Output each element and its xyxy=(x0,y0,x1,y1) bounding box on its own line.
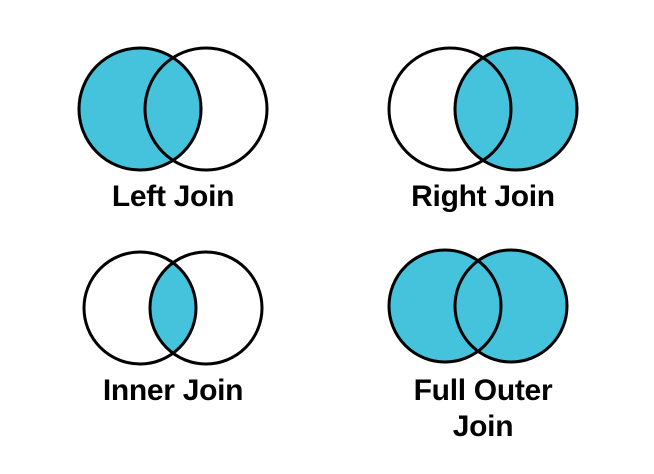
venn-overlap-fill xyxy=(145,48,201,170)
venn-overlap-fill xyxy=(455,48,511,170)
venn-right-circle-outline xyxy=(453,248,569,364)
venn-diagram-inner-join xyxy=(72,246,274,370)
join-cell-inner-join[interactable]: Inner Join xyxy=(23,244,323,424)
venn-diagram-full-outer-join xyxy=(377,244,579,368)
venn-left-circle-outline xyxy=(82,250,198,366)
venn-left-circle-outline xyxy=(387,46,513,172)
venn-svg-left-join xyxy=(77,46,269,172)
venn-left-circle-outline xyxy=(77,46,203,172)
join-label-left-join: Left Join xyxy=(111,180,235,213)
join-label-inner-join: Inner Join xyxy=(102,374,244,407)
venn-right-circle-outline xyxy=(143,46,269,172)
venn-left-circle-outline xyxy=(387,248,503,364)
venn-diagram-right-join xyxy=(377,42,589,176)
venn-overlap-fill xyxy=(150,252,196,364)
venn-right-circle-outline xyxy=(148,250,264,366)
venn-svg-inner-join xyxy=(82,250,264,366)
join-cell-full-outer-join[interactable]: Full Outer Join xyxy=(333,244,633,474)
join-cell-right-join[interactable]: Right Join xyxy=(333,40,633,220)
venn-svg-right-join xyxy=(387,46,579,172)
venn-right-circle-fill xyxy=(455,250,567,362)
join-cell-left-join[interactable]: Left Join xyxy=(23,40,323,220)
venn-right-circle-outline xyxy=(453,46,579,172)
venn-diagram-left-join xyxy=(67,42,279,176)
join-label-full-outer-join: Full Outer Join xyxy=(413,374,553,443)
venn-svg-full-outer-join xyxy=(387,248,569,364)
join-label-right-join: Right Join xyxy=(411,180,555,213)
